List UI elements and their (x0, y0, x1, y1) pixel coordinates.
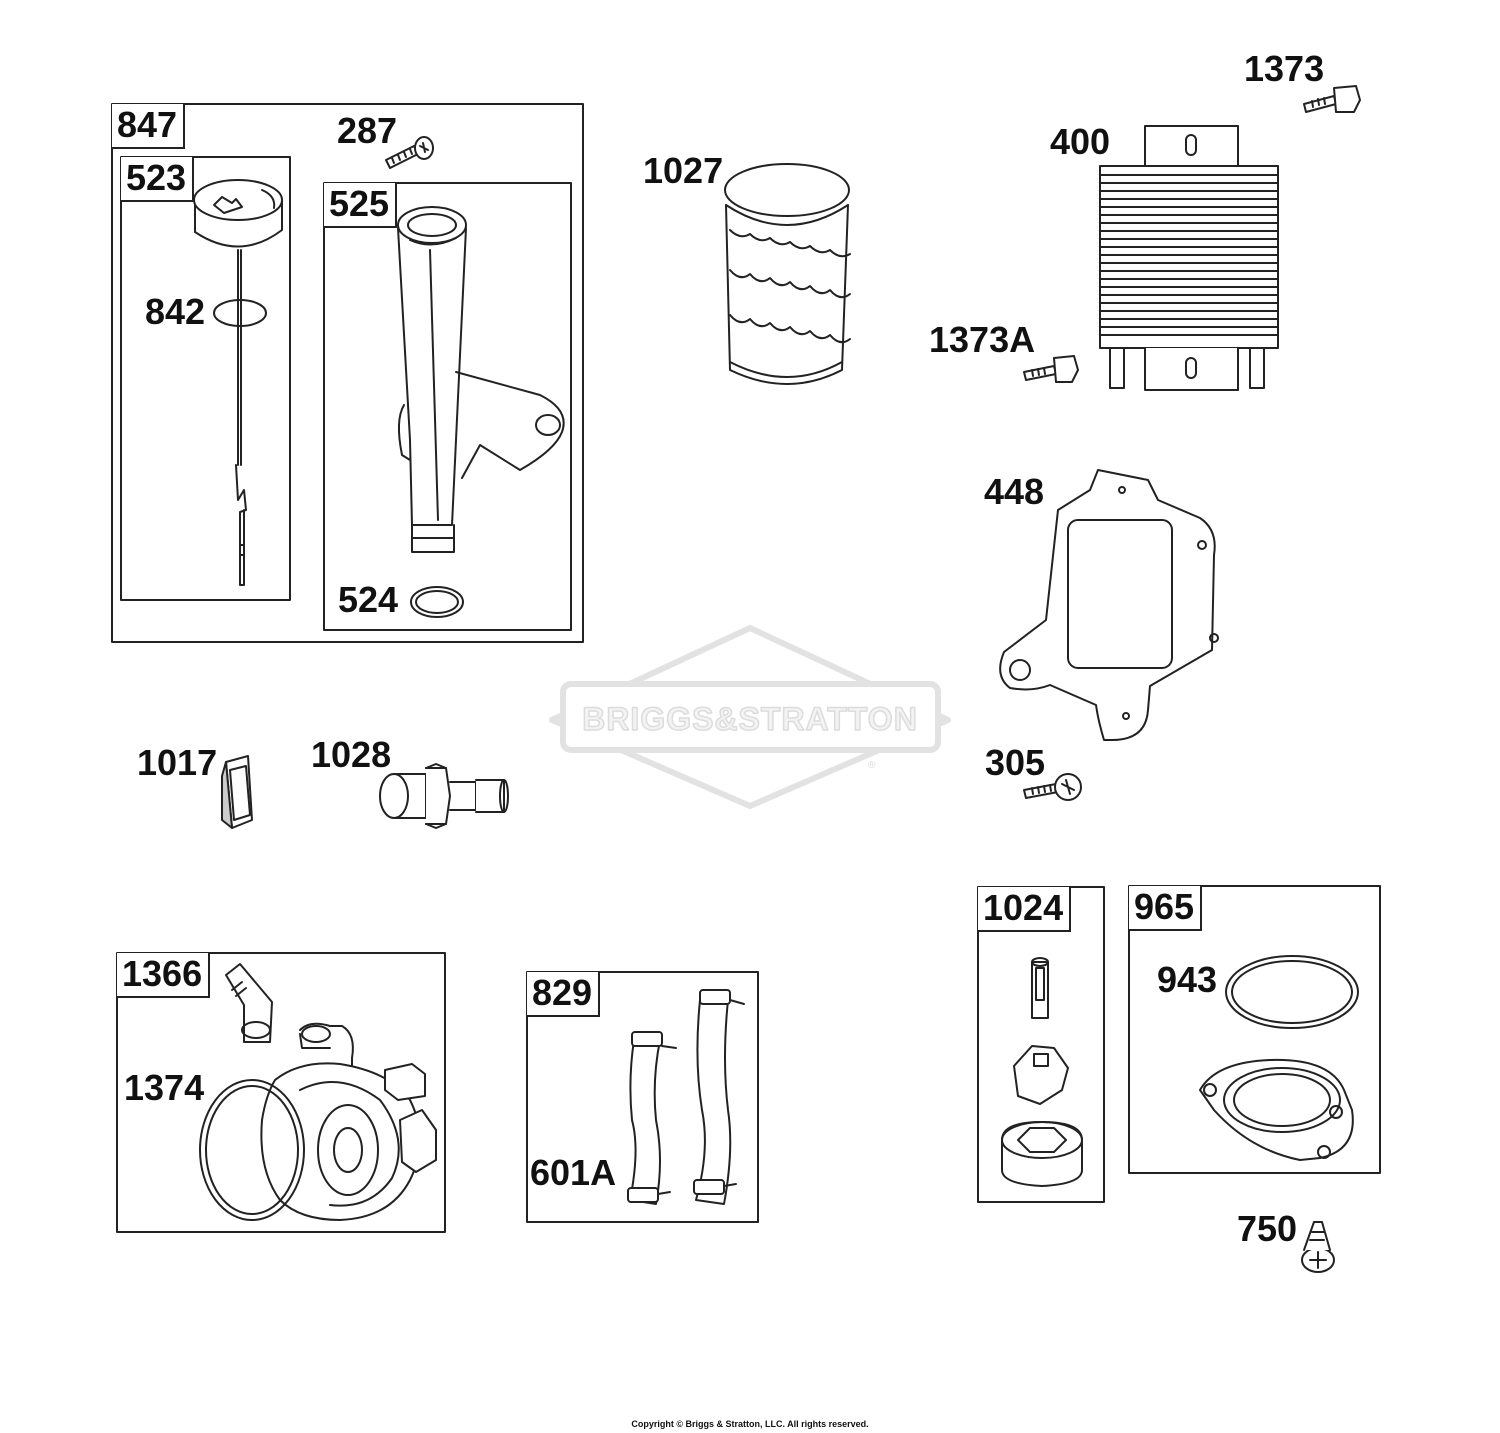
oil-pump-1024-icon (1001, 957, 1083, 1187)
watermark-text: BRIGGS&STRATTON (582, 701, 918, 737)
part-750-label: 750 (1237, 1208, 1298, 1249)
part-1374-label: 1374 (124, 1067, 205, 1108)
watermark-registered-mark: ® (868, 760, 876, 771)
kit-525-frame (323, 182, 572, 631)
oil-cooler-400-icon (1099, 125, 1279, 391)
kit-1024-label: 1024 (978, 887, 1072, 932)
briggs-stratton-watermark: BRIGGS&STRATTON ® (549, 625, 951, 809)
oil-hoses-829-icon (627, 989, 745, 1205)
kit-1366-label: 1366 (117, 953, 211, 998)
part-943-label: 943 (1157, 959, 1218, 1000)
bolt-305-icon (1023, 773, 1082, 801)
part-1373a-label: 1373A (929, 319, 1036, 360)
bolt-1373-icon (1303, 85, 1361, 113)
kit-965-frame (1128, 885, 1381, 1174)
filter-adapter-1366-icon (199, 963, 437, 1221)
kit-829-frame (526, 971, 759, 1223)
pump-cover-965-icon (1199, 955, 1359, 1161)
part-400-label: 400 (1050, 121, 1111, 162)
screw-287-icon (385, 136, 434, 169)
dipstick-cap-523-icon (193, 179, 283, 586)
kit-525-label: 525 (324, 183, 398, 228)
kit-523-frame (120, 156, 291, 601)
kit-847-label: 847 (112, 104, 186, 149)
part-287-label: 287 (337, 110, 398, 151)
bolt-1373a-icon (1023, 355, 1079, 383)
kit-847-frame (111, 103, 584, 643)
part-448-label: 448 (984, 471, 1045, 512)
kit-829-label: 829 (527, 972, 601, 1017)
part-524-label: 524 (338, 579, 399, 620)
part-1027-label: 1027 (643, 150, 724, 191)
part-305-label: 305 (985, 742, 1046, 783)
gasket-448-icon (999, 469, 1219, 741)
part-1373-label: 1373 (1244, 48, 1325, 89)
part-601a-label: 601A (530, 1152, 617, 1193)
fitting-1028-icon (379, 763, 509, 829)
part-842-label: 842 (145, 291, 206, 332)
kit-1366-frame (116, 952, 446, 1233)
clip-1017-icon (221, 755, 253, 829)
screw-750-icon (1301, 1221, 1335, 1273)
part-1017-label: 1017 (137, 742, 218, 783)
kit-965-label: 965 (1129, 886, 1203, 931)
copyright-notice: Copyright © Briggs & Stratton, LLC. All … (631, 1419, 869, 1429)
part-1028-label: 1028 (311, 734, 392, 775)
kit-523-label: 523 (121, 157, 195, 202)
oil-filter-1027-icon (724, 163, 851, 385)
dipstick-tube-525-icon (397, 206, 565, 618)
